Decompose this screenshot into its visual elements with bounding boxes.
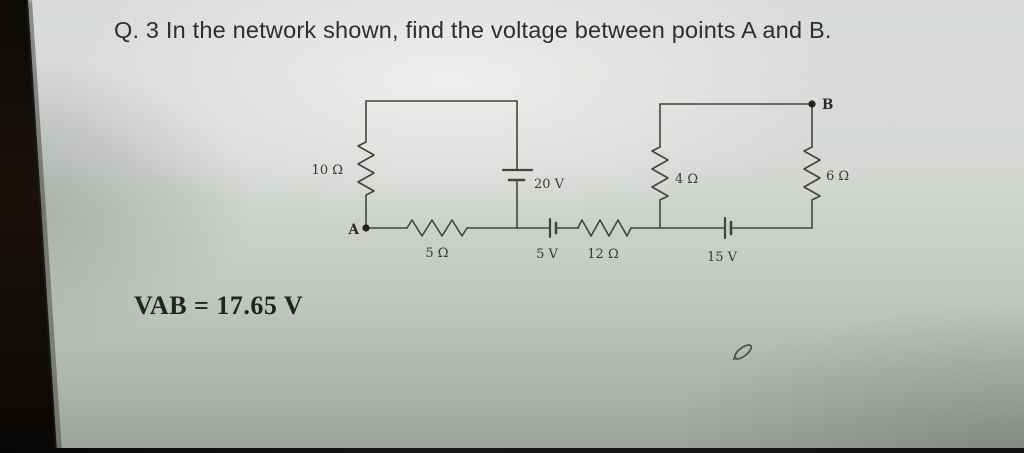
answer-text: VAB = 17.65 V: [134, 291, 304, 320]
resistor-12ohm: [577, 219, 632, 237]
label-resistor-4ohm: 4 Ω: [675, 172, 698, 187]
node-a-dot: [362, 224, 370, 232]
question-text: Q. 3 In the network shown, find the volt…: [114, 17, 832, 43]
label-battery-5v: 5 V: [536, 247, 558, 262]
resistor-10ohm: [357, 141, 375, 196]
label-resistor-6ohm: 6 Ω: [826, 169, 849, 184]
node-b-dot: [808, 100, 816, 108]
pen-cursor-icon: [727, 340, 759, 364]
label-node-a: A: [348, 222, 360, 238]
resistor-4ohm: [651, 146, 669, 201]
label-resistor-12ohm: 12 Ω: [587, 247, 618, 262]
label-battery-20v: 20 V: [534, 177, 565, 192]
label-battery-15v: 15 V: [707, 250, 738, 265]
resistor-6ohm: [803, 146, 821, 201]
bottom-dark-border: [0, 448, 1024, 453]
label-node-b: B: [822, 97, 833, 113]
label-resistor-10ohm: 10 Ω: [312, 163, 343, 178]
resistor-5ohm: [406, 219, 468, 237]
label-resistor-5ohm: 5 Ω: [425, 246, 448, 261]
